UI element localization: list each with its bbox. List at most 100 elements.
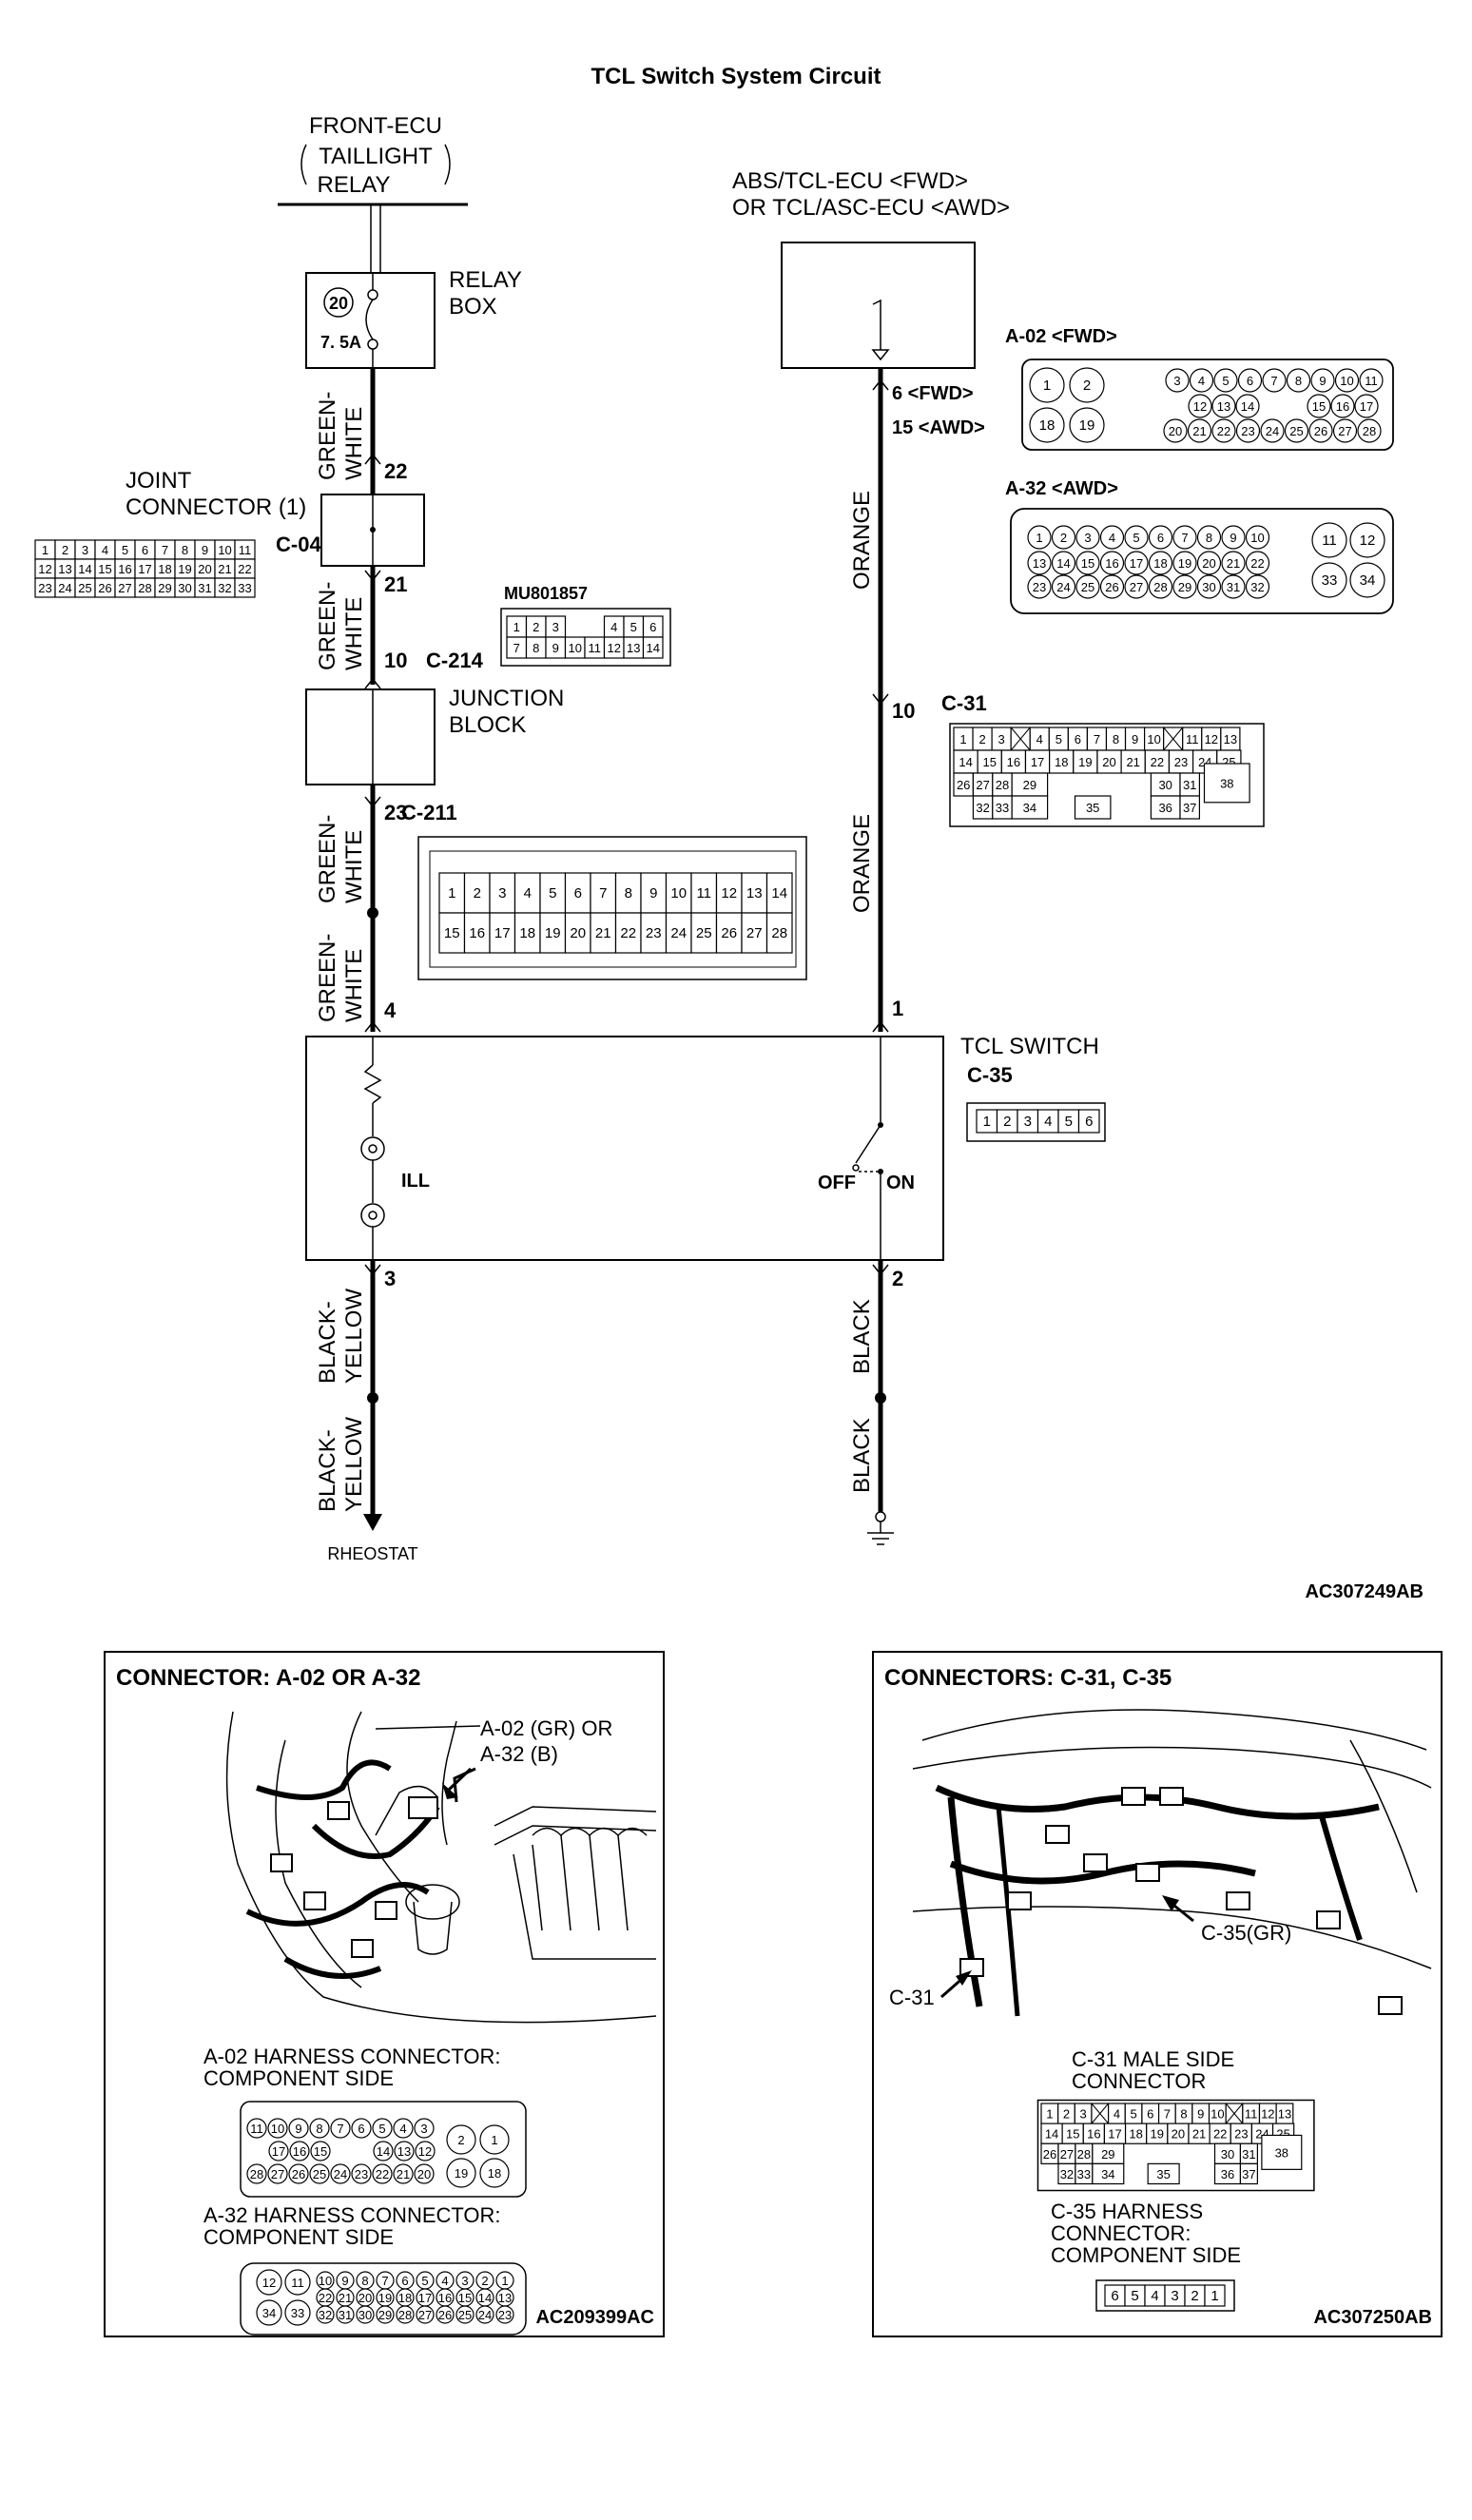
a02-pin-label: 11 [1365, 374, 1378, 388]
a32-pin-label: 7 [1181, 531, 1188, 545]
pin-6-fwd: 6 <FWD> [892, 383, 974, 404]
a02-pin-label: 22 [1217, 424, 1230, 438]
c211-cell [715, 872, 743, 914]
c31-panel-pin-label: 29 [1101, 2147, 1114, 2161]
arrow-1 [872, 1020, 889, 1033]
c35-panel-label-1: C-35 HARNESS [1051, 2200, 1203, 2223]
a02-panel-pin-label: 19 [455, 2166, 468, 2181]
a32-panel-pin-label: 29 [378, 2308, 392, 2322]
c214-pin-label: 8 [533, 641, 539, 655]
c31-pin-label: 13 [1224, 732, 1237, 746]
a02-pin [1029, 407, 1065, 443]
a32-pin [1311, 522, 1347, 558]
c211-cell [665, 912, 692, 954]
c31-panel-pin-label: 11 [1245, 2107, 1258, 2122]
c04-pin-label: 10 [218, 543, 231, 557]
c31-pin-label: 20 [1102, 755, 1115, 769]
c31-pin-label: 36 [1158, 801, 1172, 815]
c31-panel-pin-label: 34 [1101, 2167, 1114, 2181]
junction-block-box [305, 688, 436, 785]
c35-panel-pin-label: 4 [1151, 2288, 1158, 2304]
pin-22: 22 [384, 459, 407, 483]
c211-pin-label: 18 [519, 925, 535, 941]
wire-color-orange-2: ORANGE [849, 814, 875, 913]
a32-pin-label: 24 [1056, 580, 1070, 594]
a02-panel-pin-label: 8 [316, 2122, 322, 2136]
a02-pin-label: 16 [1336, 399, 1349, 414]
arrow-22 [364, 453, 381, 465]
a02-panel-pin [246, 2118, 267, 2139]
a32-pin [1221, 551, 1246, 575]
relay-box-label-1: RELAY [449, 267, 522, 293]
a32-panel-pin [436, 2305, 455, 2324]
c211-cell [640, 912, 668, 954]
a02-pin [1213, 368, 1238, 393]
a32-pin-label: 18 [1153, 556, 1167, 571]
c35-pin-label: 5 [1065, 1114, 1073, 1130]
a32-panel-pin-label: 27 [418, 2308, 432, 2322]
a02-panel-pin [267, 2118, 288, 2139]
fuse-number: 20 [329, 294, 348, 313]
wire-color-gw-1: GREEN-WHITE [315, 392, 367, 480]
c35-panel-pin-label: 1 [1211, 2288, 1218, 2304]
c35-panel-pin-label: 6 [1111, 2288, 1118, 2304]
a32-pin [1075, 551, 1100, 575]
c04-pin-label: 28 [138, 581, 151, 595]
junction-block-line2: BLOCK [449, 712, 526, 738]
a02-panel-pin-label: 6 [358, 2122, 364, 2136]
c31-pin-label: 7 [1094, 732, 1100, 746]
diagram-code: AC307249AB [1305, 1581, 1424, 1602]
a32-panel-pin [284, 2269, 311, 2296]
c31-cell [1011, 795, 1049, 820]
c04-pin-label: 16 [118, 562, 131, 576]
a32-title: A-32 <AWD> [1005, 478, 1118, 499]
c211-pin-label: 12 [721, 885, 737, 901]
c04-pin-label: 17 [138, 562, 151, 576]
a32-pin-label: 21 [1227, 556, 1240, 571]
a32-panel-pin-label: 12 [262, 2276, 276, 2290]
a32-pin-label: 32 [1250, 580, 1264, 594]
c35-pin-label: 3 [1024, 1114, 1032, 1130]
a32-pin [1172, 574, 1197, 599]
c04-pin-label: 32 [218, 581, 231, 595]
splice-black [875, 1392, 886, 1404]
c04-pin-label: 22 [238, 562, 251, 576]
c31-pin-label: 37 [1183, 801, 1196, 815]
c31-panel-pin-label: 21 [1192, 2127, 1206, 2142]
a02-panel-pin [414, 2118, 435, 2139]
a02-pin [1262, 368, 1287, 393]
a02-panel-pin [310, 2141, 331, 2161]
a02-panel-pin [288, 2118, 309, 2139]
a02-panel-pin-label: 23 [355, 2167, 368, 2181]
left-panel-code: AC209399AC [535, 2307, 654, 2328]
c04-pin-label: 20 [198, 562, 211, 576]
a32-panel-pin-label: 20 [358, 2291, 372, 2305]
joint-connector-line2: CONNECTOR (1) [126, 494, 306, 520]
a02-pin [1211, 394, 1236, 418]
fuse-element [365, 299, 374, 340]
a02-panel-pin-label: 27 [271, 2167, 284, 2181]
right-panel-code: AC307250AB [1313, 2307, 1432, 2328]
c35-panel-pin-label: 2 [1191, 2288, 1198, 2304]
a32-pin-label: 20 [1202, 556, 1215, 571]
c04-cell [234, 577, 256, 598]
c31-panel-pin-label: 28 [1077, 2147, 1091, 2161]
a02-panel-pin-label: 20 [417, 2167, 431, 2181]
a32-pin [1027, 551, 1052, 575]
c211-pin-label: 17 [494, 925, 511, 941]
c31-pin-label: 22 [1151, 755, 1164, 769]
mu-code: MU801857 [504, 584, 588, 603]
a02-pin-label: 12 [1193, 399, 1207, 414]
a02-pin-label: 28 [1363, 424, 1376, 438]
a32-pin [1099, 551, 1125, 575]
c35-panel-pin-label: 3 [1171, 2288, 1178, 2304]
a02-panel-pin-label: 5 [378, 2122, 385, 2136]
a32-pin-label: 12 [1360, 533, 1376, 549]
c31-panel-pin-label: 35 [1156, 2167, 1170, 2181]
c35-pin-label: 1 [983, 1114, 991, 1130]
c31-pin-label: 30 [1158, 778, 1172, 792]
a32-panel-pin-label: 24 [478, 2308, 492, 2322]
c04-pin-label: 15 [98, 562, 111, 576]
bracket-right [444, 144, 451, 185]
